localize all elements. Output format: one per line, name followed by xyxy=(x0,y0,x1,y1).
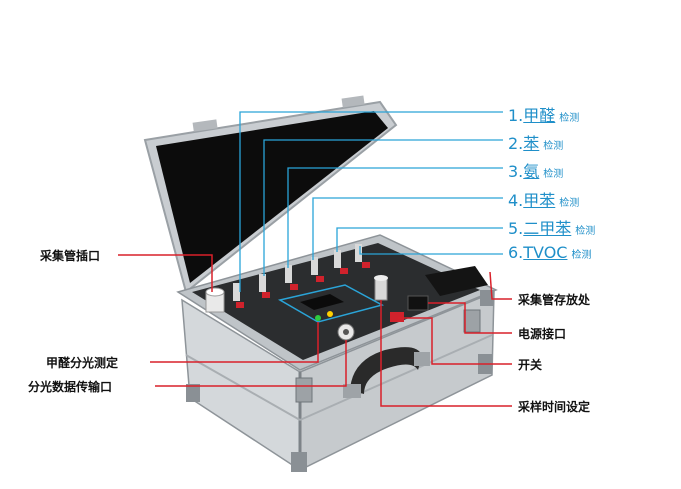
detection-label-4: 4.甲苯检测 xyxy=(508,191,580,210)
detection-leaders xyxy=(239,111,503,292)
case-corners xyxy=(186,290,494,472)
tube-buttons[interactable] xyxy=(236,262,370,308)
annotation-leaders xyxy=(118,254,512,407)
detection-label-2: 2.苯检测 xyxy=(508,134,564,153)
power-socket[interactable] xyxy=(407,295,429,311)
label-sampling-time: 采样时间设定 xyxy=(518,400,591,414)
detection-label-1: 1.甲醛检测 xyxy=(508,106,580,125)
label-power-port: 电源接口 xyxy=(518,327,567,341)
carry-handle[interactable] xyxy=(343,347,430,398)
label-sampling-tube-port: 采集管插口 xyxy=(40,249,101,263)
sampling-tube-port[interactable] xyxy=(205,287,225,313)
spectro-data-port[interactable] xyxy=(337,323,355,341)
case-latches[interactable] xyxy=(295,309,481,403)
detection-label-5: 5.二甲苯检测 xyxy=(508,219,596,238)
label-spectro-data-port: 分光数据传输口 xyxy=(28,380,113,394)
power-switch[interactable] xyxy=(390,312,404,322)
detection-label-3: 3.氨检测 xyxy=(508,162,564,181)
tube-storage-slot xyxy=(425,266,488,296)
case-body xyxy=(176,234,498,472)
display-window xyxy=(277,284,385,323)
label-formaldehyde-spectro: 甲醛分光测定 xyxy=(46,356,119,370)
label-tube-storage: 采集管存放处 xyxy=(518,293,591,307)
case-lid xyxy=(143,95,398,294)
label-switch: 开关 xyxy=(518,358,543,372)
timer-knob[interactable] xyxy=(374,275,388,301)
gas-sampling-tubes[interactable] xyxy=(233,244,362,301)
